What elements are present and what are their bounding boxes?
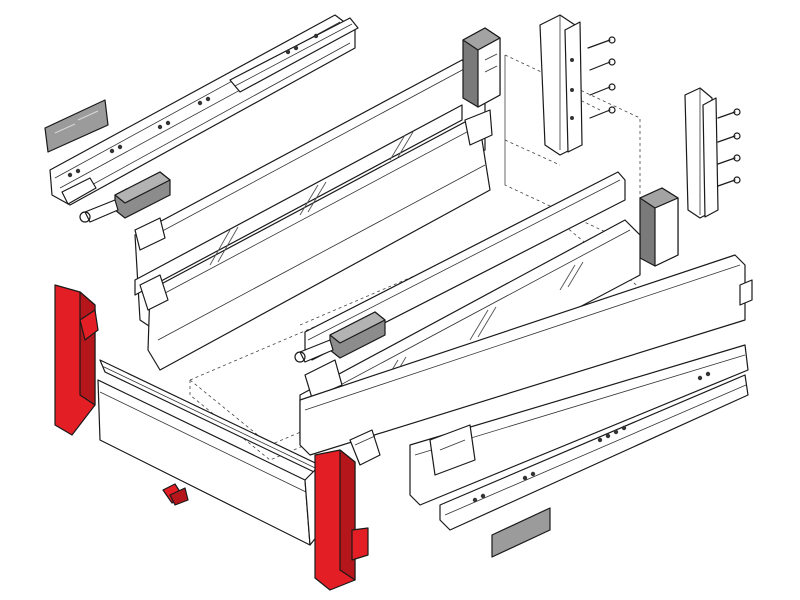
left-runner-label-plate (44, 99, 109, 153)
right-front-clip (349, 429, 381, 466)
screw (589, 106, 616, 119)
right-side-profile (299, 254, 753, 456)
right-rear-connector (639, 187, 679, 267)
rear-mounting-bracket-right (684, 87, 719, 219)
left-rear-connector (462, 27, 501, 108)
screw (717, 132, 741, 143)
left-front-fixing-bracket (54, 284, 99, 436)
screw (717, 154, 741, 165)
left-side-panel-glass (134, 59, 493, 371)
front-center-clip (162, 483, 189, 506)
right-front-fixing-bracket (314, 449, 369, 591)
soft-close-unit-left (79, 171, 171, 223)
soft-close-unit-right (294, 311, 386, 399)
screws-right (717, 108, 741, 187)
right-runner-label-plate (491, 507, 551, 558)
screw (589, 58, 616, 71)
right-runner-holes (472, 371, 711, 503)
screw (589, 83, 616, 96)
left-glass-reflections (209, 131, 414, 266)
screw (717, 108, 741, 119)
screws-left (587, 36, 616, 119)
left-runner-holes (67, 33, 319, 178)
rear-mounting-bracket-left (539, 14, 583, 156)
front-panel (97, 379, 319, 546)
right-runner-rail (409, 344, 749, 531)
left-runner-rail (49, 14, 359, 206)
screw (717, 176, 741, 187)
screw (587, 36, 616, 49)
